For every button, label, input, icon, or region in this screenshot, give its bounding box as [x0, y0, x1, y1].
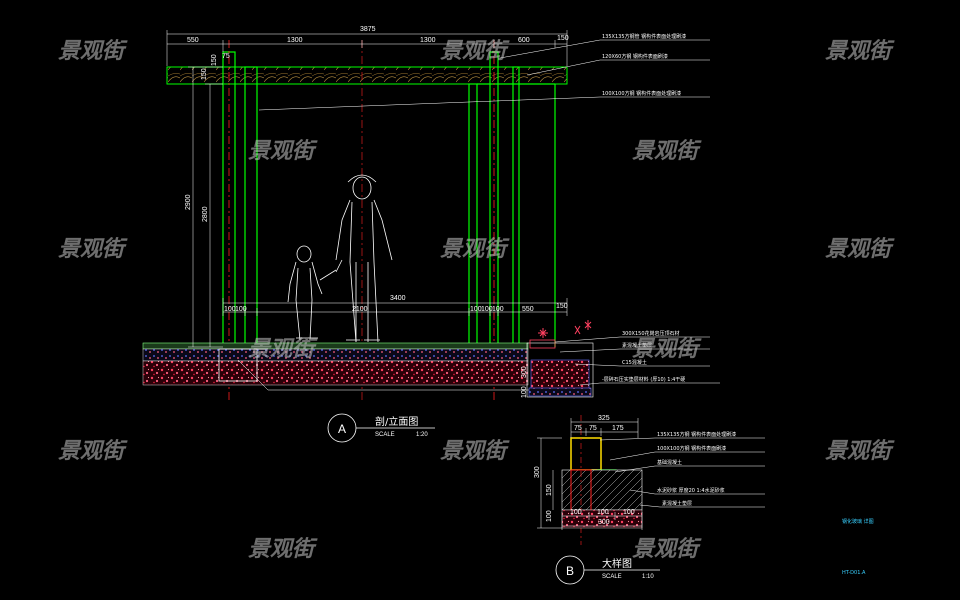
note-base-1: 300X150花岗岩压顶石材	[622, 330, 680, 337]
detail-base-soil	[561, 469, 643, 511]
watermark: 景观街	[825, 39, 895, 64]
watermark: 景观街	[632, 337, 702, 362]
section-a-scale: 1:20	[416, 432, 428, 438]
detail-dim-bottom-c: 100	[623, 509, 635, 516]
gravel-layer-1	[142, 348, 529, 362]
base-note-leaders	[554, 336, 720, 386]
dim-bottom-d: 100	[470, 306, 482, 313]
dim-top-seg-2: 1300	[287, 37, 303, 44]
detail-dim-b: 75	[589, 425, 597, 432]
top-dimension-chain	[166, 30, 568, 66]
dim-left-outer: 2900	[185, 194, 192, 210]
planter-box	[526, 342, 594, 398]
detail-dim-left-a: 300	[534, 466, 541, 478]
left-dimension-chain	[188, 66, 223, 348]
section-b-scale: 1:10	[642, 574, 654, 580]
detail-note-2: 100X100方钢 钢构件表面刷漆	[657, 445, 726, 452]
dim-top-seg-5: 150	[557, 35, 569, 42]
watermark: 景观街	[58, 439, 128, 464]
dim-side-a: 300	[521, 366, 528, 378]
detail-note-1: 135X135方钢 钢构件表面处理刷漆	[657, 431, 736, 438]
watermark: 景观街	[632, 139, 702, 164]
code-label: HT-D01.A	[842, 570, 866, 576]
planter-cap	[529, 339, 556, 349]
dim-left-top-b: 150	[211, 54, 218, 66]
dim-bottom-b: 100	[235, 306, 247, 313]
dim-bottom-g: 550	[522, 306, 534, 313]
legend-label: 钢化玻璃 详图	[842, 518, 874, 525]
flower-icon	[538, 320, 592, 338]
section-a-scale-label: SCALE	[375, 432, 395, 438]
watermark: 景观街	[248, 337, 318, 362]
detail-dim-bottom-overall: 300	[598, 519, 610, 526]
dim-top-small: 75	[222, 53, 230, 60]
detail-dim-c: 175	[612, 425, 624, 432]
top-note-leaders	[258, 39, 710, 111]
watermarks: 景观街 景观街 景观街 景观街 景观街 景观街 景观街 景观街 景观街 景观街 …	[58, 39, 895, 562]
detail-note-4: 水泥砂浆 厚度20 1:4水泥砂浆	[657, 487, 725, 494]
section-a-title: 剖/立面图	[375, 415, 418, 428]
detail-note-leaders	[599, 437, 765, 508]
detail-dim-bottom-a: 100	[570, 509, 582, 516]
left-post-inner	[244, 66, 258, 348]
top-beam	[166, 66, 568, 85]
detail-post	[570, 437, 602, 471]
watermark: 景观街	[825, 237, 895, 262]
watermark: 景观街	[825, 439, 895, 464]
dim-side-b: 100	[521, 386, 528, 398]
dim-top-overall: 3875	[360, 26, 376, 33]
section-b-title: 大样图	[602, 557, 632, 570]
watermark: 景观街	[58, 39, 128, 64]
section-a-letter: A	[338, 422, 346, 436]
dim-top-seg-4: 600	[518, 37, 530, 44]
note-base-2: 素混凝土垫层	[622, 342, 652, 349]
watermark: 景观街	[440, 237, 510, 262]
dim-left-top-a: 150	[201, 68, 208, 80]
detail-bottom-dims	[561, 512, 643, 530]
note-top-1: 135X135方钢管 钢构件表面处理刷漆	[602, 33, 686, 40]
dim-top-seg-3: 1300	[420, 37, 436, 44]
dim-left-inner: 2800	[202, 206, 209, 222]
dim-top-seg-1: 550	[187, 37, 199, 44]
detail-dim-left-c: 100	[546, 510, 553, 522]
watermark: 景观街	[440, 39, 510, 64]
watermark: 景观街	[58, 237, 128, 262]
watermark: 景观街	[440, 439, 510, 464]
detail-dim-overall: 325	[598, 415, 610, 422]
bottom-dimension-chain	[222, 298, 568, 316]
detail-dim-left-b: 150	[546, 484, 553, 496]
dim-bottom-f: 100	[492, 306, 504, 313]
note-top-3: 100X100方钢 钢构件表面处理刷漆	[602, 90, 681, 97]
right-post-c	[512, 66, 520, 348]
section-b-scale-label: SCALE	[602, 574, 622, 580]
dim-bottom-c: 2100	[352, 306, 368, 313]
adult-figure	[335, 174, 393, 343]
watermark: 景观街	[248, 139, 318, 164]
leader-footing	[237, 359, 269, 391]
dim-bottom-a: 100	[224, 306, 236, 313]
note-top-2: 120X60方钢 钢构件表面刷漆	[602, 53, 668, 60]
detail-dim-bottom-b: 100	[597, 509, 609, 516]
detail-top-dims	[570, 418, 639, 438]
detail-dim-a: 75	[574, 425, 582, 432]
detail-left-dims	[537, 437, 562, 529]
planter-soil	[530, 359, 590, 393]
watermark: 景观街	[632, 537, 702, 562]
note-base-3: C15混凝土	[622, 359, 647, 366]
detail-note-3: 基础混凝土	[657, 459, 682, 466]
note-base-4: -层碎石压实垫层材料 (厚10) 1:4干硬	[602, 376, 685, 383]
gravel-layer-2	[142, 360, 529, 386]
dim-bottom-e: 100	[481, 306, 493, 313]
left-footing	[218, 348, 258, 382]
detail-note-5: 素混凝土垫层	[662, 500, 692, 507]
watermark: 景观街	[248, 537, 318, 562]
dim-bottom-end: 150	[556, 303, 568, 310]
section-b-letter: B	[566, 564, 574, 578]
child-figure	[287, 245, 337, 341]
dim-bottom-span: 3400	[390, 295, 406, 302]
grass-strip	[142, 342, 529, 350]
planter-base	[528, 387, 592, 397]
